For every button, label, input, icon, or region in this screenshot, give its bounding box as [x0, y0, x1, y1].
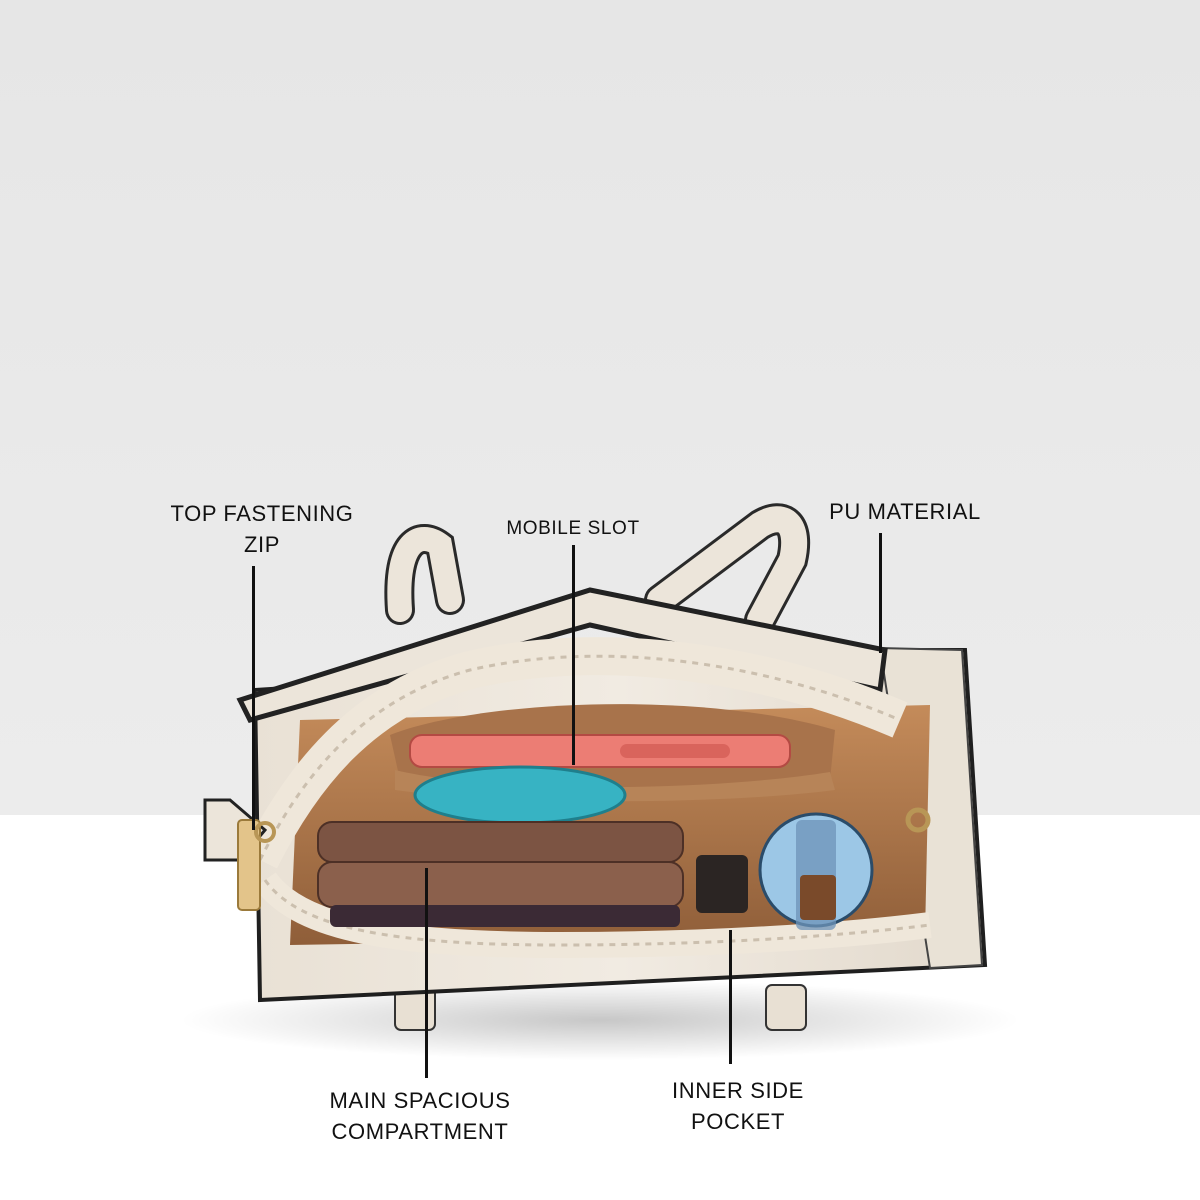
label-main-compartment: MAIN SPACIOUS COMPARTMENT: [300, 1085, 540, 1147]
label-top-fastening-zip-line1: TOP FASTENING: [170, 501, 354, 526]
label-main-compartment-line2: COMPARTMENT: [331, 1119, 509, 1144]
leader-mobile-slot: [572, 545, 575, 765]
label-mobile-slot-line1: MOBILE SLOT: [506, 518, 640, 539]
leader-pu-material: [879, 533, 882, 653]
leader-inner-side-pocket: [729, 930, 732, 1064]
label-top-fastening-zip: TOP FASTENING ZIP: [152, 498, 372, 560]
zip-pull: [203, 798, 931, 911]
zip-opening: [243, 637, 932, 959]
label-mobile-slot: MOBILE SLOT: [483, 513, 663, 544]
label-inner-side-pocket-line2: POCKET: [690, 1109, 786, 1134]
label-pu-material: PU MATERIAL: [810, 496, 1000, 527]
leader-main-compartment: [425, 868, 428, 1078]
label-top-fastening-zip-line2: ZIP: [243, 532, 281, 557]
label-main-compartment-line1: MAIN SPACIOUS: [329, 1088, 511, 1113]
label-inner-side-pocket: INNER SIDE POCKET: [640, 1075, 836, 1137]
label-inner-side-pocket-line1: INNER SIDE: [672, 1078, 804, 1103]
leader-top-fastening-zip: [252, 566, 255, 830]
bag-contents: [317, 765, 874, 930]
label-pu-material-line1: PU MATERIAL: [829, 499, 981, 524]
